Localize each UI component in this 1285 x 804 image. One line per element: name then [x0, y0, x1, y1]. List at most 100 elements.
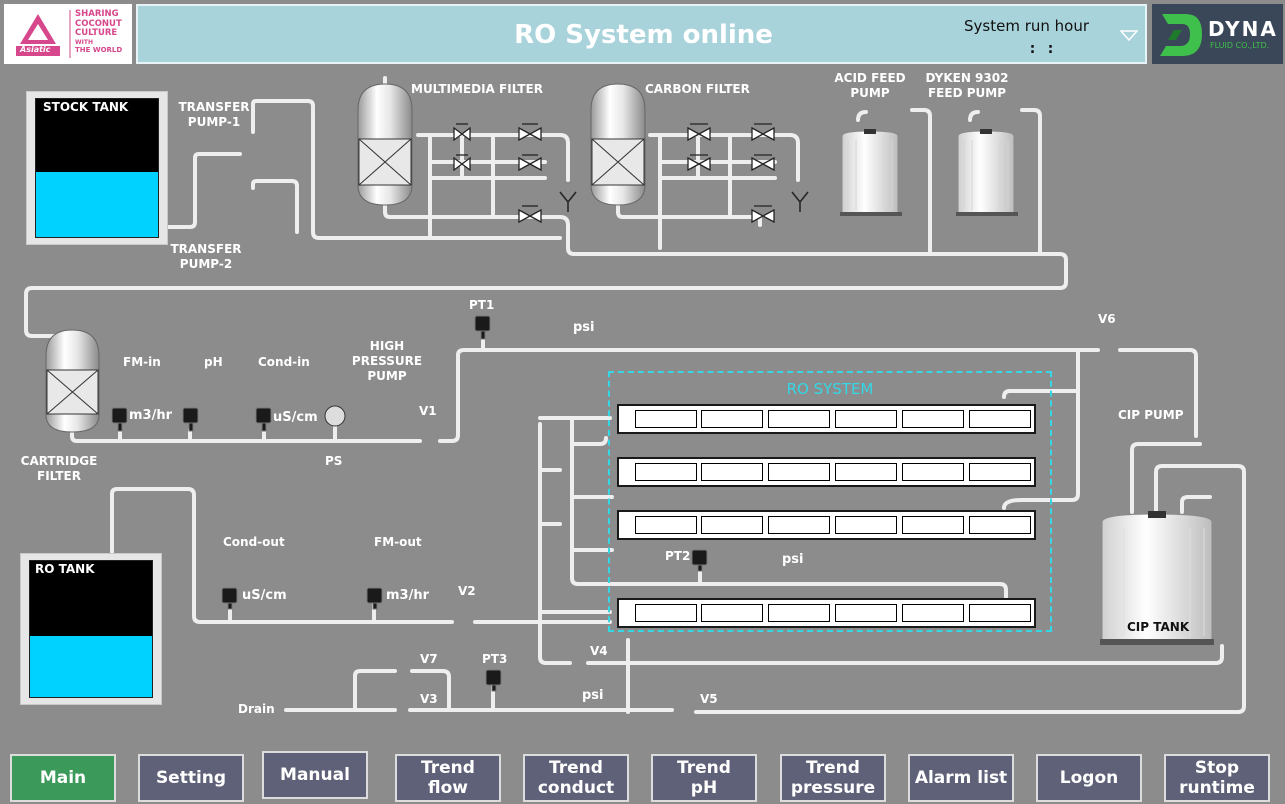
pipe-cf-loop: [648, 133, 800, 182]
pipe-mm-out: [491, 215, 1062, 256]
ro-tank-level: [30, 635, 152, 697]
pipe-cip-loop: [694, 464, 1246, 714]
v2-label: V2: [458, 584, 476, 598]
cip-tank-vessel: [1100, 511, 1214, 645]
pipe-cf-bottom: [616, 203, 732, 219]
ps-gauge: [324, 405, 346, 427]
cartridge-filter-label: CARTRIDGE FILTER: [20, 454, 98, 483]
dyna-logo: DYNA FLUID CO.,LTD.: [1152, 4, 1283, 64]
valve-cf-5: [751, 205, 775, 224]
cip-tank-name: CIP TANK: [1127, 620, 1190, 634]
v7-label: V7: [420, 652, 438, 666]
pipe-ro-left2h: [570, 436, 614, 552]
multimedia-filter-label: MULTIMEDIA FILTER: [411, 82, 543, 96]
cip-pump-label: CIP PUMP: [1118, 408, 1184, 422]
main-button[interactable]: Main: [10, 754, 116, 802]
valve-mm-1: [453, 123, 471, 142]
ps-label: PS: [325, 454, 343, 468]
pt1-label: PT1: [469, 298, 495, 312]
pt2-unit: psi: [782, 552, 804, 567]
cond-in-unit: uS/cm: [273, 410, 318, 425]
ro-system-label: RO SYSTEM: [786, 380, 874, 398]
asiatic-logo-mark: [14, 10, 71, 58]
drain-symbol-cf: [791, 191, 809, 212]
trend-pressure-button[interactable]: Trend pressure: [780, 754, 886, 802]
drain-symbol-mm: [559, 191, 577, 212]
sensor-cond-in: [255, 407, 272, 432]
v3-label: V3: [420, 692, 438, 706]
dyna-brand: DYNA: [1208, 17, 1278, 41]
ro-membrane-2: [617, 457, 1036, 487]
fm-out-unit: m3/hr: [386, 588, 430, 603]
v4-label: V4: [590, 644, 608, 658]
carbon-filter-vessel: [590, 83, 646, 206]
cond-out-label: Cond-out: [223, 535, 285, 549]
trend-flow-button[interactable]: Trend flow: [395, 754, 501, 802]
pipe-mm-loop: [416, 133, 570, 182]
chevron-down-icon[interactable]: [1120, 30, 1138, 42]
manual-button[interactable]: Manual: [262, 751, 368, 799]
fm-in-unit: m3/hr: [129, 408, 173, 423]
page-title: RO System online: [514, 20, 773, 50]
pipe-ro-left: [538, 422, 572, 665]
multimedia-filter-vessel: [357, 83, 413, 206]
setting-button[interactable]: Setting: [138, 754, 244, 802]
pt2-label: PT2: [665, 549, 691, 563]
pipe-v7: [353, 669, 451, 712]
title-bar: RO System online System run hour : :: [136, 4, 1147, 64]
run-hour-value: : :: [1028, 39, 1056, 57]
pipe-transfer-2: [161, 152, 242, 229]
asiatic-brand: Asiatic: [20, 45, 51, 54]
pt1-unit: psi: [573, 320, 595, 335]
pipe-ro-left-h: [538, 416, 612, 614]
sensor-pt1: [474, 315, 491, 340]
pipe-ro-left2: [570, 416, 1008, 602]
carbon-filter-label: CARBON FILTER: [645, 82, 750, 96]
transfer-pump-2-label: TRANSFER PUMP-2: [170, 242, 242, 271]
fm-out-label: FM-out: [374, 535, 422, 549]
pipe-acid: [910, 108, 932, 256]
trend-conduct-button[interactable]: Trend conduct: [523, 754, 629, 802]
sensor-ph: [182, 407, 199, 432]
run-hour-label: System run hour: [964, 17, 1090, 35]
pipe-cip-in: [1180, 495, 1212, 514]
logon-button[interactable]: Logon: [1036, 754, 1142, 802]
stock-tank-name: STOCK TANK: [43, 100, 129, 114]
pipe-ro-feed2: [1002, 389, 1080, 399]
dyna-logo-mark: [1160, 14, 1202, 56]
ro-membrane-4: [617, 598, 1036, 628]
valve-cf-1: [687, 123, 711, 142]
pipe-transfer-2b: [251, 179, 299, 234]
pipe-perm-instr: [228, 598, 376, 624]
valve-cf-3: [687, 154, 711, 172]
v1-label: V1: [419, 404, 437, 418]
valve-mm-2: [518, 123, 542, 142]
ph-label: pH: [204, 355, 223, 369]
pipe-permeate: [110, 487, 454, 624]
stop-runtime-button[interactable]: Stop runtime: [1164, 754, 1270, 802]
alarm-list-button[interactable]: Alarm list: [908, 754, 1014, 802]
pipe-hp: [438, 348, 1100, 443]
pipe-ro-feed: [1002, 348, 1080, 510]
cartridge-filter-vessel: [45, 329, 100, 433]
cond-out-unit: uS/cm: [242, 588, 287, 603]
valve-mm-4: [518, 154, 542, 172]
high-pressure-pump-label: HIGH PRESSURE PUMP: [351, 339, 423, 383]
transfer-pump-1-label: TRANSFER PUMP-1: [178, 100, 250, 129]
valve-mm-3: [453, 154, 471, 172]
sensor-fm-in: [111, 407, 128, 432]
pipe-cip-tank: [1130, 442, 1202, 514]
acid-feed-tank: [840, 129, 902, 216]
pipe-cartridge-out: [70, 428, 422, 443]
drain-label: Drain: [238, 702, 275, 716]
sensor-cond-out: [221, 587, 238, 610]
valve-cf-2: [751, 123, 775, 142]
pipe-instr: [118, 422, 337, 443]
pt3-unit: psi: [582, 688, 604, 703]
pipe-v4: [586, 644, 1224, 665]
dyken-feed-tank: [956, 129, 1018, 216]
stock-tank: STOCK TANK: [26, 91, 168, 245]
dyken-feed-pump-label: DYKEN 9302 FEED PUMP: [925, 71, 1009, 100]
pipe-dyken: [1020, 108, 1042, 256]
trend-ph-button[interactable]: Trend pH: [651, 754, 757, 802]
